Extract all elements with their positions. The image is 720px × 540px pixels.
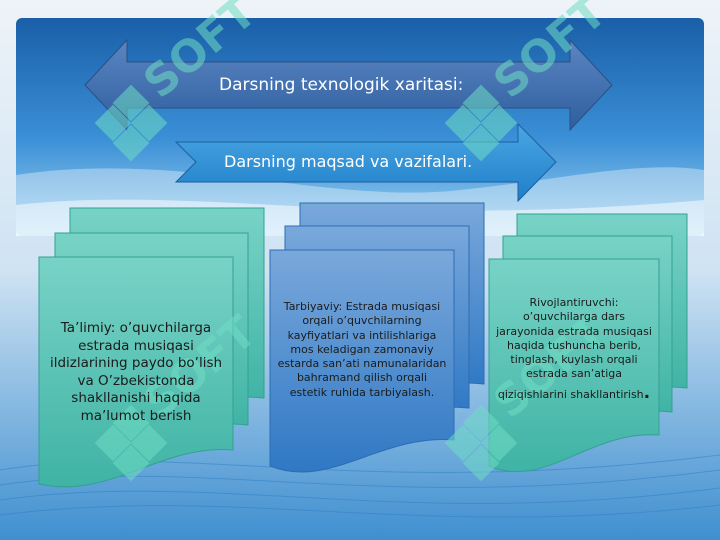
slide-title: Darsning texnologik xaritasi: — [219, 75, 464, 95]
card-upbringing-text: Tarbiyaviy: Estrada musiqasi orqali o’qu… — [277, 300, 447, 399]
card-developmental-text: Rivojlantiruvchi: o’quvchilarga dars jar… — [494, 296, 654, 404]
card-stack-1 — [38, 207, 265, 488]
soft-logo-icon — [444, 84, 518, 162]
card-developmental-tail: . — [643, 382, 651, 403]
card-learning-text: Ta’limiy: o’quvchilarga estrada musiqasi… — [49, 320, 223, 424]
card-stack-2 — [269, 202, 485, 473]
soft-logo-icon — [94, 404, 168, 482]
soft-logo-icon — [94, 84, 168, 162]
slide-subtitle: Darsning maqsad va vazifalari. — [224, 152, 473, 171]
card-stack-3 — [488, 213, 688, 473]
subtitle-arrow-shape — [174, 122, 557, 203]
soft-logo-icon — [444, 404, 518, 482]
card-developmental-body: Rivojlantiruvchi: o’quvchilarga dars jar… — [496, 296, 652, 401]
